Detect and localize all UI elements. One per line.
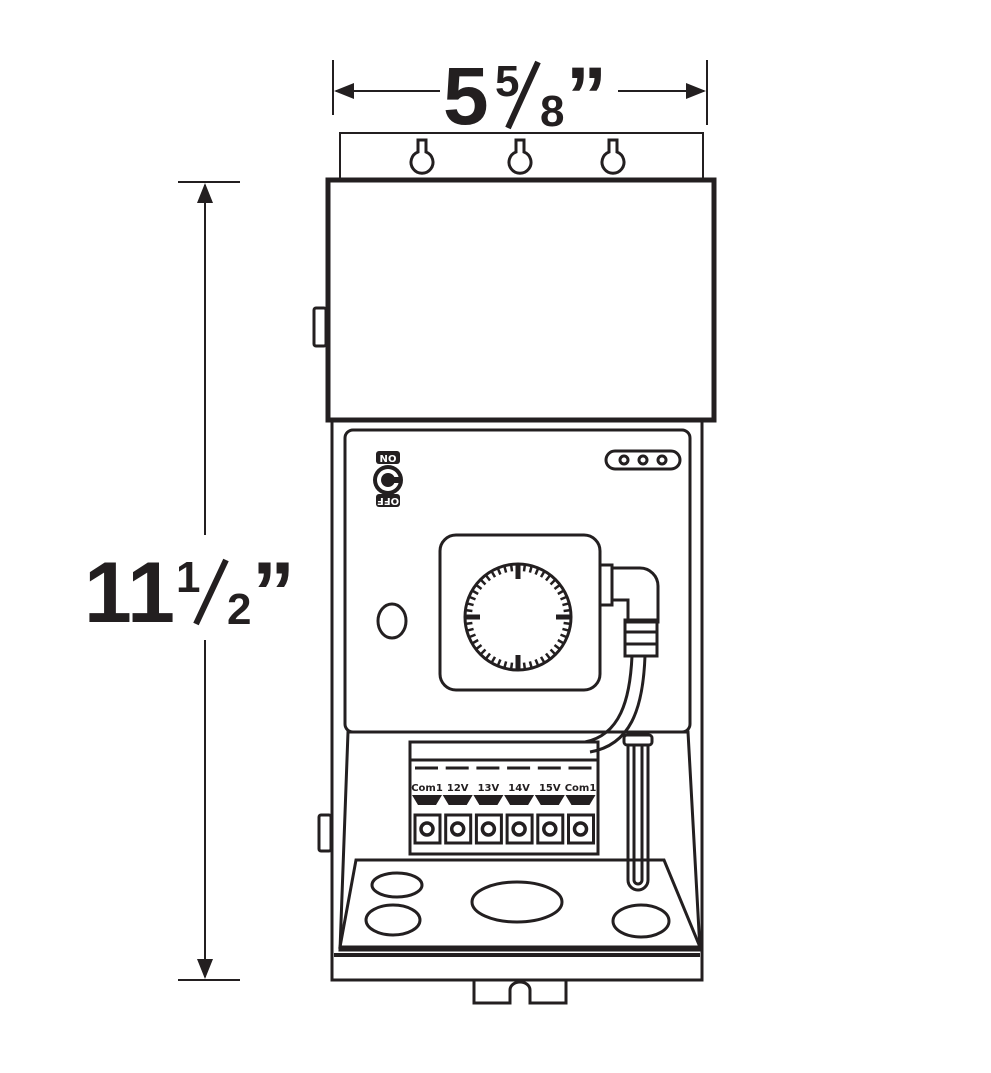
dial-tick [522,662,527,670]
timer-ticks [465,564,571,670]
dial-tick [490,570,497,578]
height-dimension: 11 1 2 ” [84,181,295,981]
keyhole-icon [409,138,435,175]
terminal: Com1 [411,766,443,845]
dial-tick [490,656,497,664]
dial-tick [545,652,552,660]
dial-tick [496,659,502,667]
height-numerator: 1 [176,553,200,602]
terminal-label: 12V [447,783,469,794]
keyhole-icon [507,138,533,175]
dial-tick [560,633,568,639]
dial-tick [539,570,546,578]
dial-tick [549,648,557,656]
dial-tick [553,644,561,651]
dial-tick [471,589,479,596]
height-whole: 11 [84,545,175,641]
switch-off-label: OFF [377,495,399,506]
dial-tick [562,627,570,632]
dial-tick [466,627,474,632]
dial-tick [534,659,540,667]
dial-tick [528,565,533,573]
terminal: Com1 [565,766,597,845]
width-dimension: 5 5 8 ” [332,51,708,142]
dial-tick [465,608,473,613]
dial-tick [562,602,570,607]
mounting-bracket [339,132,704,181]
dial-tick [468,633,476,639]
dial-tick [539,656,546,664]
dial-tick [557,589,565,596]
dial-tick [465,621,473,626]
terminal-label: 13V [478,783,500,794]
enclosure-lid [325,177,717,423]
width-unit: ” [566,51,607,142]
dial-tick [553,583,561,590]
width-denominator: 8 [540,87,564,136]
dial-tick [484,574,491,582]
knockout-hole [370,871,424,899]
terminal: 14V [504,766,535,845]
three-pin-connector [604,449,682,471]
dial-tick [563,608,571,613]
timer-dial [438,533,660,754]
height-unit: ” [252,545,295,641]
dial-tick [475,644,483,651]
dial-tick [479,648,487,656]
terminal-label: 15V [539,783,561,794]
knockout-hole [364,903,422,937]
power-switch: ON OFF [373,451,403,507]
dial-tick [471,638,479,645]
terminal-block: Com1 12V 13V 14V 15V Com1 [408,740,600,856]
keyhole-icon [600,138,626,175]
width-whole: 5 [443,51,489,142]
switch-on-label: ON [380,452,397,463]
dial-tick [503,661,508,669]
dial-tick [560,595,568,601]
dial-tick [466,602,474,607]
dial-tick [509,662,514,670]
dial-tick [468,595,476,601]
terminal-label: 14V [508,783,530,794]
dial-tick [545,574,552,582]
terminal: 12V [442,766,473,845]
dial-tick [522,564,527,572]
dial-tick [563,621,571,626]
photocell-hole [376,602,408,640]
dial-tick [503,565,508,573]
conduit-pipe [622,733,654,892]
height-denominator: 2 [227,585,251,634]
dial-tick [528,661,533,669]
terminal: 15V [534,766,565,845]
dial-tick [484,652,491,660]
terminal: 13V [473,766,504,845]
knockout-hole [611,903,671,939]
width-numerator: 5 [495,57,519,106]
terminal-label: Com1 [565,783,597,794]
terminal-label: Com1 [411,783,443,794]
dial-tick [479,578,487,586]
dial-tick [534,567,540,575]
dial-tick [496,567,502,575]
dial-tick [549,578,557,586]
dial-tick [557,638,565,645]
dial-tick [509,564,514,572]
dial-tick [475,583,483,590]
knockout-hole [470,880,564,924]
